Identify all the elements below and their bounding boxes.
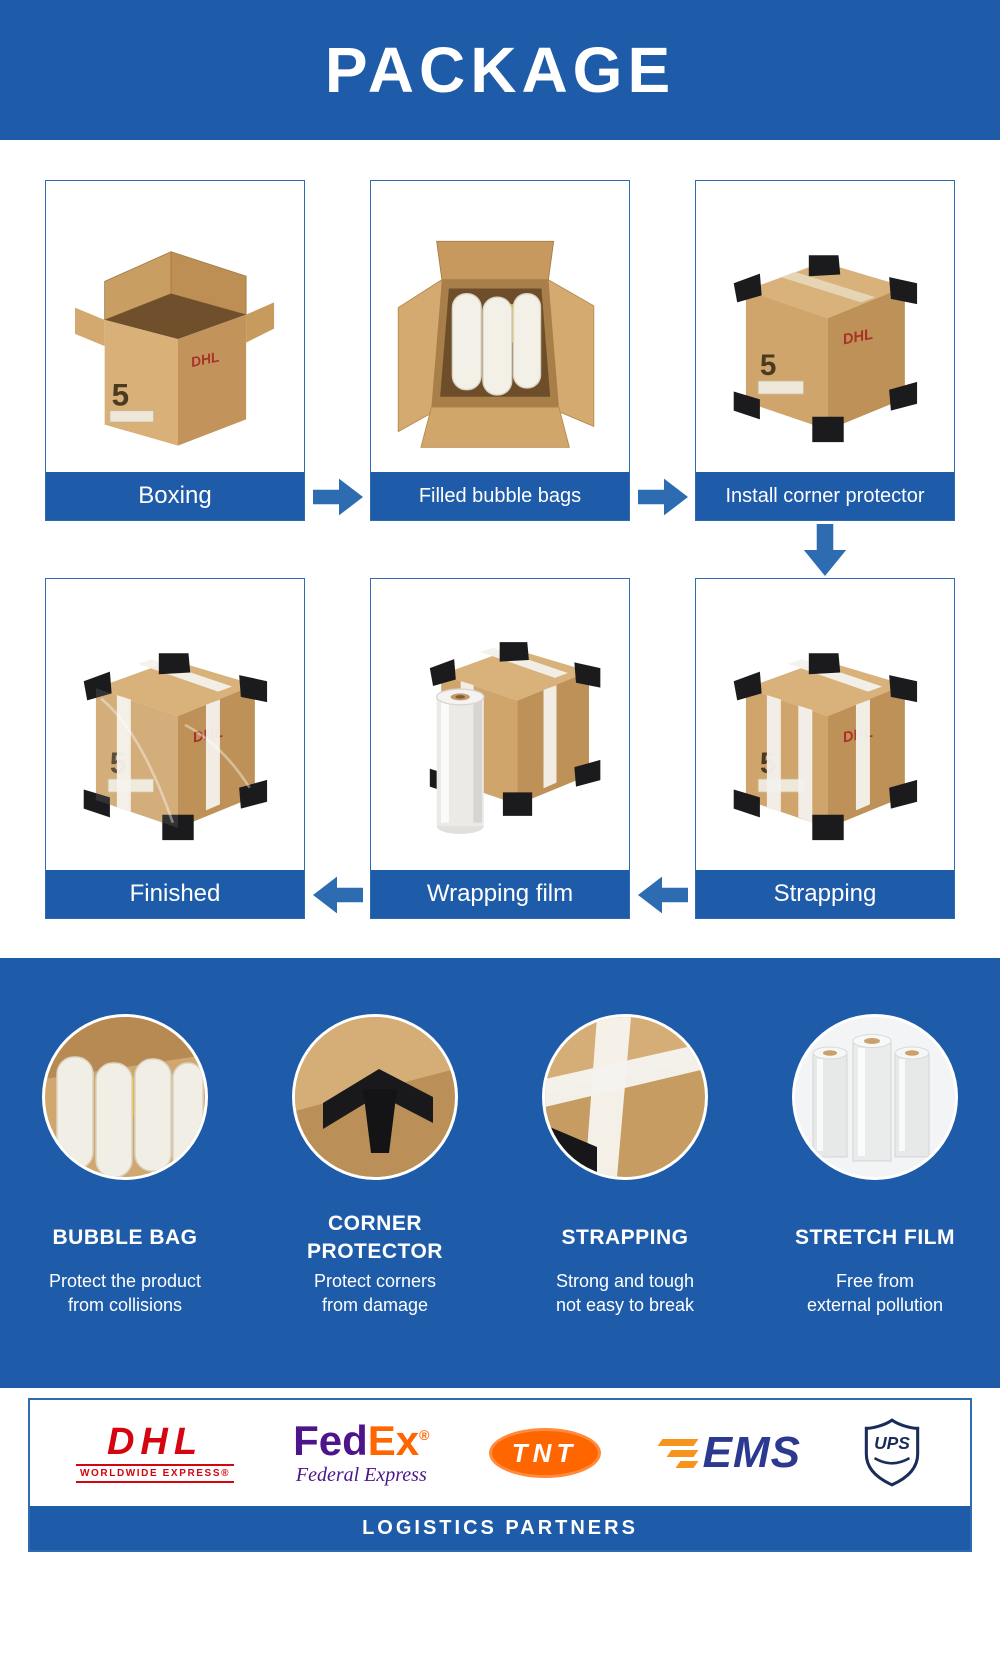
stretch-film-image (792, 1014, 958, 1180)
page-title: PACKAGE (324, 34, 676, 106)
ems-logo: EMS (657, 1428, 801, 1478)
header-banner: PACKAGE (0, 0, 1000, 140)
feature-desc-corner-protector: Protect corners from damage (313, 1271, 437, 1315)
corner-protector-photo: 5 DHL (696, 181, 954, 472)
strapping-image (542, 1014, 708, 1180)
ups-logo-text: UPS (874, 1433, 910, 1453)
tnt-logo: TNT (488, 1428, 601, 1478)
process-card-corner-protector: 5 DHL Install corner protector (695, 180, 955, 521)
boxing-illustration: 5 DHL (75, 250, 275, 446)
logistics-partners-bar: LOGISTICS PARTNERS (30, 1506, 970, 1550)
wrapping-film-photo: 5 (371, 579, 629, 870)
corner-protector-illustration: 5 DHL (734, 254, 918, 442)
ups-logo: UPS (860, 1415, 924, 1491)
boxing-photo: 5 DHL (46, 181, 304, 472)
partner-logos-row: DHL WORLDWIDE EXPRESS® FedEx® Federal Ex… (30, 1400, 970, 1506)
arrow-right-icon (638, 478, 688, 516)
dhl-logo-text: DHL (106, 1421, 204, 1463)
feature-strapping: STRAPPING Strong and tough not easy to b… (500, 1014, 750, 1388)
process-card-finished: 5 DHL (45, 578, 305, 919)
box-number-mark: 5 (760, 349, 777, 382)
box-brand-mark: DHL (190, 348, 221, 370)
process-card-wrapping-film: 5 (370, 578, 630, 919)
bubble-bag-circle-illustration (45, 1017, 205, 1177)
process-card-strapping: 5 DHL Strapping (695, 578, 955, 919)
fedex-logo: FedEx® Federal Express (293, 1416, 430, 1487)
strapping-circle-illustration (545, 1017, 705, 1177)
process-card-boxing: 5 DHL Boxing (45, 180, 305, 521)
step-label-strapping: Strapping (696, 870, 954, 918)
feature-corner-protector: CORNER PROTECTOR Protect corners from da… (250, 1014, 500, 1388)
dhl-logo: DHL WORLDWIDE EXPRESS® (76, 1421, 235, 1483)
feature-desc-stretch-film: Free from external pollution (806, 1271, 944, 1315)
arrow-right-icon (313, 478, 363, 516)
fedex-tagline: Federal Express (295, 1463, 427, 1486)
film-roll (436, 688, 485, 834)
step-label-wrapping-film: Wrapping film (371, 870, 629, 918)
box-brand-mark: DHL (842, 326, 875, 348)
box-number-mark: 5 (112, 377, 129, 412)
step-label-corner-protector: Install corner protector (696, 472, 954, 520)
feature-desc-strapping: Strong and tough not easy to break (555, 1271, 695, 1315)
arrow-left-icon (638, 876, 688, 914)
step-label-bubble-bags: Filled bubble bags (371, 472, 629, 520)
arrow-down-icon (803, 524, 847, 576)
tnt-logo-text: TNT (511, 1437, 578, 1468)
corner-protector-circle-illustration (295, 1017, 455, 1177)
logistics-partners-box: DHL WORLDWIDE EXPRESS® FedEx® Federal Ex… (28, 1398, 972, 1552)
dhl-tagline: WORLDWIDE EXPRESS® (76, 1464, 235, 1483)
feature-title-corner-protector: CORNER PROTECTOR (307, 1211, 443, 1263)
step-label-boxing: Boxing (46, 472, 304, 520)
feature-desc-bubble-bag: Protect the product from collisions (48, 1271, 202, 1315)
feature-title-stretch-film: STRETCH FILM (795, 1225, 955, 1249)
wrapping-film-illustration: 5 (430, 641, 601, 834)
feature-title-bubble-bag: BUBBLE BAG (52, 1225, 198, 1249)
packing-features: BUBBLE BAG Protect the product from coll… (0, 958, 1000, 1388)
feature-bubble-bag: BUBBLE BAG Protect the product from coll… (0, 1014, 250, 1388)
bubble-bag-image (42, 1014, 208, 1180)
process-card-bubble-bags: Filled bubble bags (370, 180, 630, 521)
step-label-finished: Finished (46, 870, 304, 918)
ems-speed-stripes-icon (657, 1438, 699, 1468)
tnt-badge: TNT (488, 1428, 601, 1478)
ems-logo-text: EMS (702, 1428, 801, 1477)
corner-protector-image (292, 1014, 458, 1180)
ups-shield-icon: UPS (864, 1418, 920, 1487)
feature-title-strapping: STRAPPING (561, 1225, 689, 1249)
strapping-photo: 5 DHL (696, 579, 954, 870)
fedex-logo-text: FedEx® (293, 1416, 430, 1464)
feature-stretch-film: STRETCH FILM Free from external pollutio… (750, 1014, 1000, 1388)
finished-photo: 5 DHL (46, 579, 304, 870)
bubble-bags-photo (371, 181, 629, 472)
strapping-illustration: 5 DHL (734, 652, 918, 840)
bubble-bags-illustration (398, 240, 595, 448)
arrow-left-icon (313, 876, 363, 914)
finished-illustration: 5 DHL (84, 652, 268, 840)
stretch-film-circle-illustration (795, 1017, 955, 1177)
